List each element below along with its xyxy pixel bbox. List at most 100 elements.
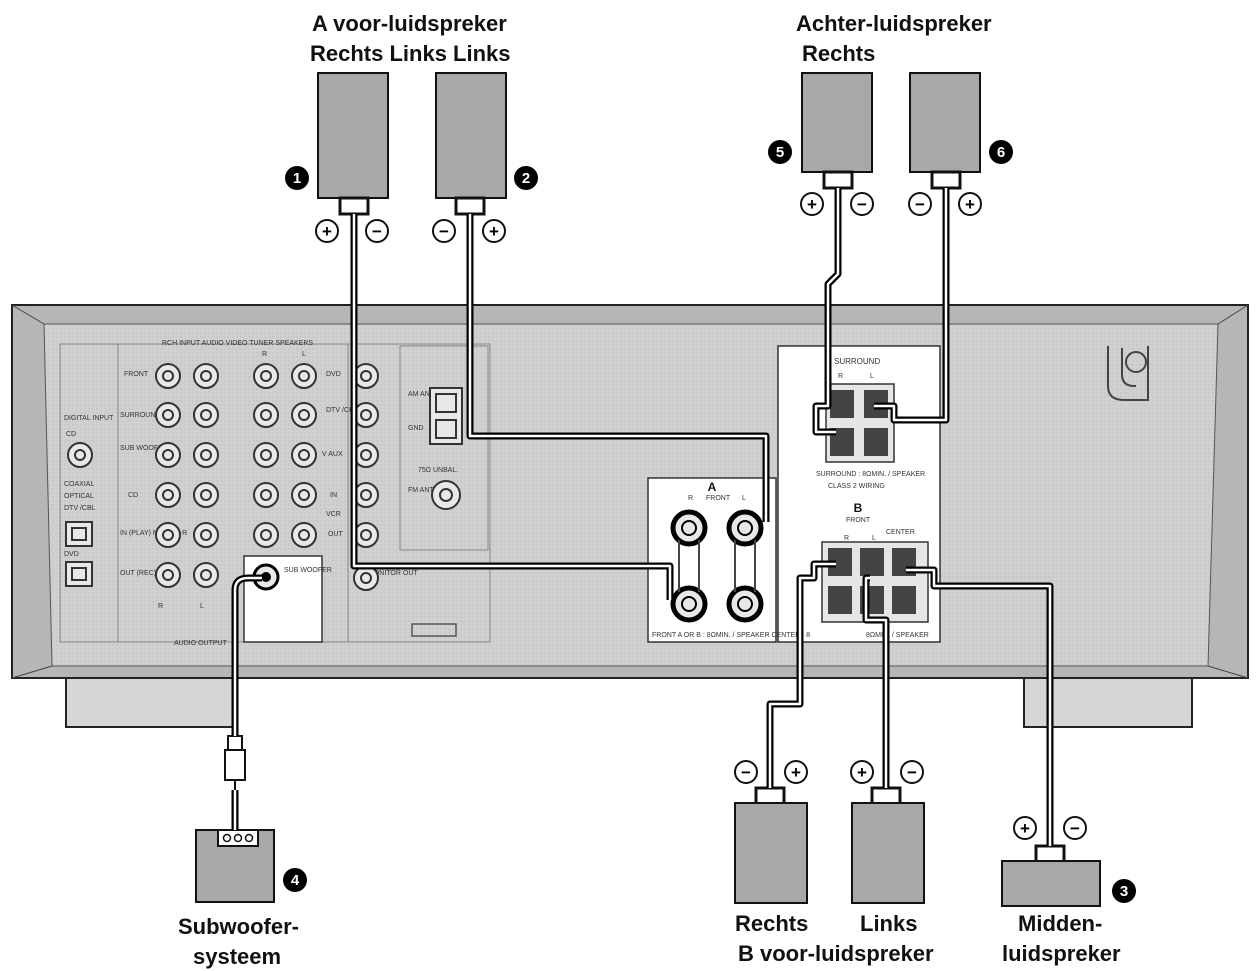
svg-text:3: 3 bbox=[1120, 883, 1128, 900]
svg-text:SURROUND: SURROUND bbox=[834, 357, 880, 366]
svg-text:R: R bbox=[844, 535, 849, 542]
svg-text:FRONT A OR B : 8ΩMIN. / SPEAKE: FRONT A OR B : 8ΩMIN. / SPEAKER CENTER :… bbox=[652, 632, 810, 639]
svg-text:OUT: OUT bbox=[328, 531, 344, 538]
polarity-symbols: + − − + + − − + − + + − + − bbox=[315, 192, 1087, 840]
label-subwoofer-line2: systeem bbox=[193, 944, 282, 969]
svg-text:−: − bbox=[915, 195, 925, 214]
svg-text:CD: CD bbox=[66, 431, 76, 438]
svg-text:SUB WOOFER: SUB WOOFER bbox=[284, 567, 332, 574]
svg-text:COAXIAL: COAXIAL bbox=[64, 481, 94, 488]
marker-2: 2 bbox=[514, 166, 538, 190]
receiver-foot-left bbox=[65, 674, 235, 728]
speaker-center bbox=[1001, 844, 1101, 907]
svg-text:+: + bbox=[791, 763, 801, 782]
front-a-terminals: A FRONT R L FRONT A OR B : 8ΩMIN. / SPEA… bbox=[647, 477, 810, 643]
svg-text:V AUX: V AUX bbox=[322, 451, 343, 458]
svg-text:+: + bbox=[322, 222, 332, 241]
label-rear-title: Achter-luidspreker bbox=[796, 11, 992, 36]
svg-text:OPTICAL: OPTICAL bbox=[64, 493, 94, 500]
svg-text:−: − bbox=[857, 195, 867, 214]
svg-text:RCH INPUT AUDIO VIDEO TUNER SP: RCH INPUT AUDIO VIDEO TUNER SPEAKERS bbox=[162, 340, 313, 347]
marker-1: 1 bbox=[285, 166, 309, 190]
antenna-terminals bbox=[429, 387, 463, 445]
svg-text:6: 6 bbox=[997, 144, 1005, 161]
optical-jacks bbox=[65, 521, 93, 587]
label-front-a-channels: Rechts Links Links bbox=[310, 41, 511, 66]
speaker-front-a-right bbox=[317, 72, 389, 216]
svg-text:R: R bbox=[262, 351, 267, 358]
minus-icon: − bbox=[900, 760, 924, 784]
svg-text:DVD: DVD bbox=[326, 371, 341, 378]
speaker-front-b-right bbox=[734, 786, 808, 904]
svg-text:1: 1 bbox=[293, 170, 301, 187]
svg-text:CD: CD bbox=[128, 492, 138, 499]
svg-text:−: − bbox=[741, 763, 751, 782]
svg-text:5: 5 bbox=[776, 144, 784, 161]
svg-text:OUT (REC): OUT (REC) bbox=[120, 570, 156, 577]
svg-text:AUDIO OUTPUT: AUDIO OUTPUT bbox=[174, 640, 228, 647]
label-rear-channel: Rechts bbox=[802, 41, 876, 66]
minus-icon: − bbox=[1063, 816, 1087, 840]
svg-text:L: L bbox=[742, 495, 746, 502]
svg-text:GND: GND bbox=[408, 425, 424, 432]
svg-text:R: R bbox=[158, 603, 163, 610]
minus-icon: − bbox=[734, 760, 758, 784]
svg-text:−: − bbox=[907, 763, 917, 782]
label-center-line1: Midden- bbox=[1018, 911, 1103, 936]
label-front-a-title: A voor-luidspreker bbox=[312, 11, 507, 36]
subwoofer-output: SUB WOOFER bbox=[243, 555, 332, 643]
svg-text:DTV /CBL: DTV /CBL bbox=[326, 407, 358, 414]
minus-icon: − bbox=[850, 192, 874, 216]
plus-icon: + bbox=[1013, 816, 1037, 840]
speaker-front-b-left bbox=[851, 786, 925, 904]
svg-text:8ΩMIN. / SPEAKER: 8ΩMIN. / SPEAKER bbox=[866, 632, 929, 639]
minus-icon: − bbox=[908, 192, 932, 216]
rca-plug bbox=[224, 735, 246, 790]
svg-text:−: − bbox=[1070, 819, 1080, 838]
speaker-rear-left bbox=[909, 72, 981, 190]
plus-icon: + bbox=[958, 192, 982, 216]
svg-text:2: 2 bbox=[522, 170, 530, 187]
svg-text:+: + bbox=[965, 195, 975, 214]
plus-icon: + bbox=[800, 192, 824, 216]
svg-text:VCR: VCR bbox=[326, 511, 341, 518]
svg-text:SUB WOOFER: SUB WOOFER bbox=[120, 445, 168, 452]
svg-text:FM ANT: FM ANT bbox=[408, 487, 434, 494]
marker-6: 6 bbox=[989, 140, 1013, 164]
speaker-front-a-left bbox=[435, 72, 507, 216]
svg-text:−: − bbox=[372, 222, 382, 241]
svg-text:A: A bbox=[708, 480, 717, 494]
svg-text:DIGITAL INPUT: DIGITAL INPUT bbox=[64, 415, 114, 422]
svg-text:L: L bbox=[302, 351, 306, 358]
number-markers: 1 2 3 4 5 6 bbox=[283, 140, 1136, 903]
svg-text:DVD: DVD bbox=[64, 551, 79, 558]
label-front-b-left: Links bbox=[860, 911, 918, 936]
minus-icon: − bbox=[432, 219, 456, 243]
label-subwoofer-line1: Subwoofer- bbox=[178, 914, 299, 939]
front-b-center-terminals: B FRONT CENTER R L 8ΩMIN. / SPEAKER bbox=[821, 501, 929, 639]
svg-text:L: L bbox=[200, 603, 204, 610]
svg-text:FRONT: FRONT bbox=[846, 517, 871, 524]
svg-text:75Ω UNBAL.: 75Ω UNBAL. bbox=[418, 467, 458, 474]
svg-text:FRONT: FRONT bbox=[706, 495, 731, 502]
speaker-rear-right bbox=[801, 72, 873, 190]
subwoofer-system bbox=[195, 829, 275, 903]
svg-text:+: + bbox=[807, 195, 817, 214]
panel-labels: RCH INPUT AUDIO VIDEO TUNER SPEAKERS DIG… bbox=[64, 340, 458, 647]
svg-text:R: R bbox=[838, 373, 843, 380]
minus-icon: − bbox=[365, 219, 389, 243]
svg-text:R: R bbox=[688, 495, 693, 502]
svg-text:DTV /CBL: DTV /CBL bbox=[64, 505, 96, 512]
svg-text:+: + bbox=[857, 763, 867, 782]
label-center-line2: luidspreker bbox=[1002, 941, 1121, 966]
svg-text:SURROUND : 8ΩMIN. / SPEAKER: SURROUND : 8ΩMIN. / SPEAKER bbox=[816, 471, 925, 478]
svg-text:CLASS 2 WIRING: CLASS 2 WIRING bbox=[828, 483, 885, 490]
plus-icon: + bbox=[850, 760, 874, 784]
label-front-b-title: B voor-luidspreker bbox=[738, 941, 934, 966]
marker-3: 3 bbox=[1112, 879, 1136, 903]
svg-text:+: + bbox=[1020, 819, 1030, 838]
svg-text:SURROUND: SURROUND bbox=[120, 412, 160, 419]
svg-text:−: − bbox=[439, 222, 449, 241]
svg-text:B: B bbox=[854, 501, 863, 515]
